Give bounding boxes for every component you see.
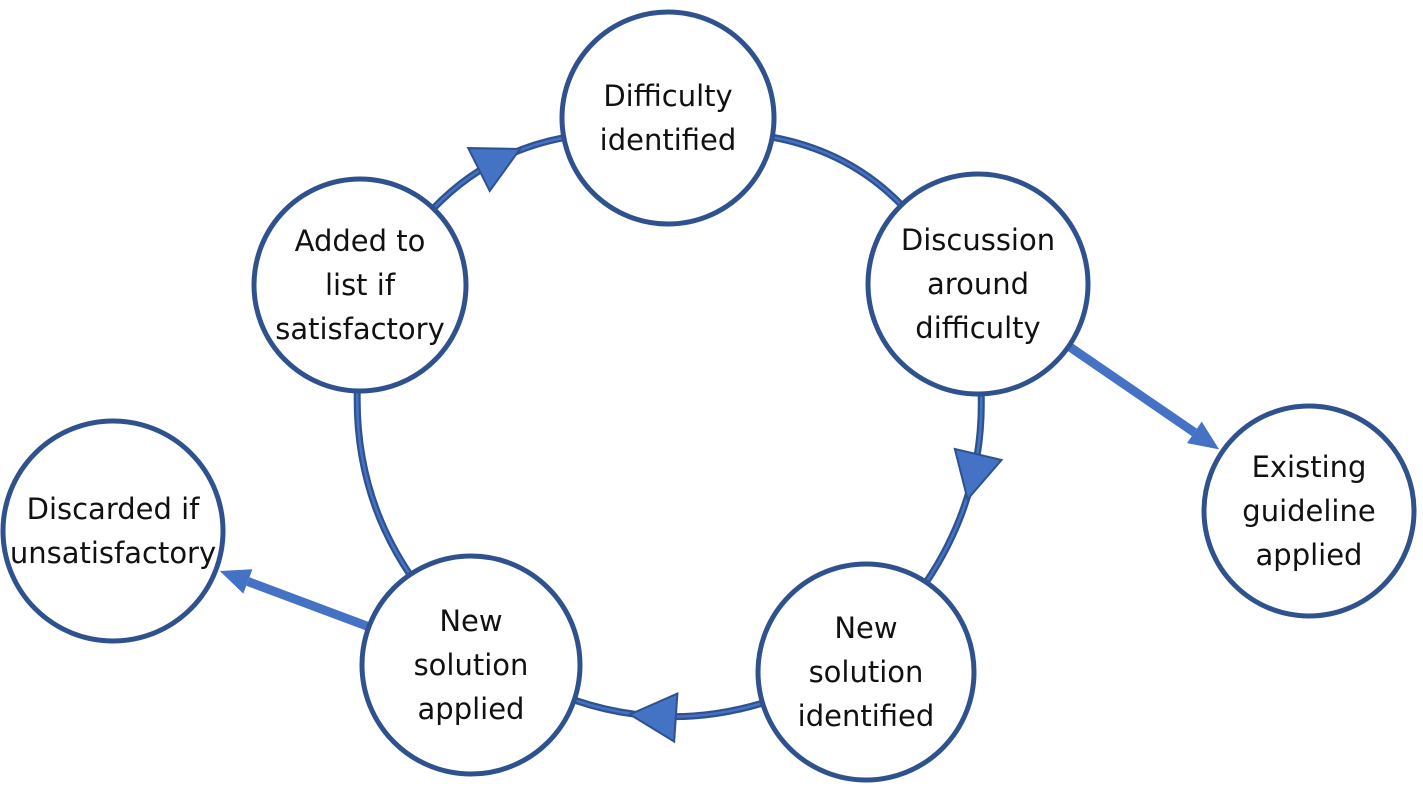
node-label-added-to-list-line-1: Added to (295, 224, 426, 258)
arrowheads-layer (219, 147, 1220, 744)
node-circle-difficulty-identified (559, 9, 777, 227)
node-added-to-list: Added to list if satisfactory (251, 176, 469, 394)
node-label-existing-guideline-applied-line-1: Existing (1252, 450, 1367, 484)
node-label-difficulty-identified-line-1: Difficulty (603, 79, 732, 113)
node-label-discussion-around-difficulty-line-3: difficulty (915, 311, 1040, 345)
node-label-new-solution-applied-line-2: solution (414, 648, 529, 682)
node-circle-new-solution-identified (755, 561, 977, 783)
node-circle-discussion-around-difficulty (865, 171, 1091, 397)
arrowhead-added-to-list-to-difficulty-identified (466, 147, 523, 193)
node-label-discarded-if-unsatisfactory-line-2: unsatisfactory (10, 536, 216, 570)
arrowhead-new-solution-identified-to-new-solution-applied (627, 692, 679, 744)
node-label-difficulty-identified-line-2: identified (600, 123, 737, 157)
nodes-layer: DifficultyidentifiedDiscussionarounddiff… (0, 9, 1417, 783)
node-label-added-to-list-line-2: list if (325, 268, 396, 302)
arrowhead-discussion-around-difficulty-to-new-solution-identified (953, 447, 1004, 502)
node-label-discarded-if-unsatisfactory-line-1: Discarded if (27, 492, 201, 526)
node-difficulty-identified: Difficulty identified (559, 9, 777, 227)
node-label-new-solution-identified-line-3: identified (798, 699, 935, 733)
node-label-new-solution-identified-line-2: solution (809, 655, 924, 689)
node-discarded-if-unsatisfactory: Discarded if unsatisfactory (0, 418, 226, 644)
branch-line-discussion-around-difficulty-to-existing-guideline-applied (1066, 342, 1197, 437)
node-existing-guideline-applied: Existing guideline applied (1201, 403, 1417, 619)
branch-line-new-solution-applied-to-discarded-if-unsatisfactory (246, 577, 371, 632)
node-circle-added-to-list (251, 176, 469, 394)
node-circle-discarded-if-unsatisfactory (0, 418, 226, 644)
connector-difficulty-identified-to-discussion-around-difficulty (768, 133, 905, 209)
node-new-solution-identified: New solution identified (755, 561, 977, 783)
node-label-new-solution-applied-line-1: New (439, 604, 502, 638)
connector-new-solution-applied-to-added-to-list (353, 387, 414, 579)
node-label-added-to-list-line-3: satisfactory (275, 312, 445, 346)
node-circle-existing-guideline-applied (1201, 403, 1417, 619)
node-label-new-solution-identified-line-1: New (834, 611, 897, 645)
node-label-discussion-around-difficulty-line-2: around (927, 267, 1029, 301)
node-label-discussion-around-difficulty-line-1: Discussion (901, 223, 1055, 257)
connector-inner-difficulty-identified-to-discussion-around-difficulty (771, 135, 903, 207)
branch-arrowhead-discussion-around-difficulty-to-existing-guideline-applied (1187, 421, 1220, 450)
node-circle-new-solution-applied (359, 553, 583, 777)
node-new-solution-applied: New solution applied (359, 553, 583, 777)
node-label-existing-guideline-applied-line-3: applied (1256, 538, 1363, 572)
node-label-existing-guideline-applied-line-2: guideline (1242, 494, 1375, 528)
node-discussion-around-difficulty: Discussion around difficulty (865, 171, 1091, 397)
node-label-new-solution-applied-line-3: applied (418, 692, 525, 726)
connector-inner-new-solution-applied-to-added-to-list (355, 389, 412, 576)
branch-arrowhead-new-solution-applied-to-discarded-if-unsatisfactory (219, 569, 253, 594)
